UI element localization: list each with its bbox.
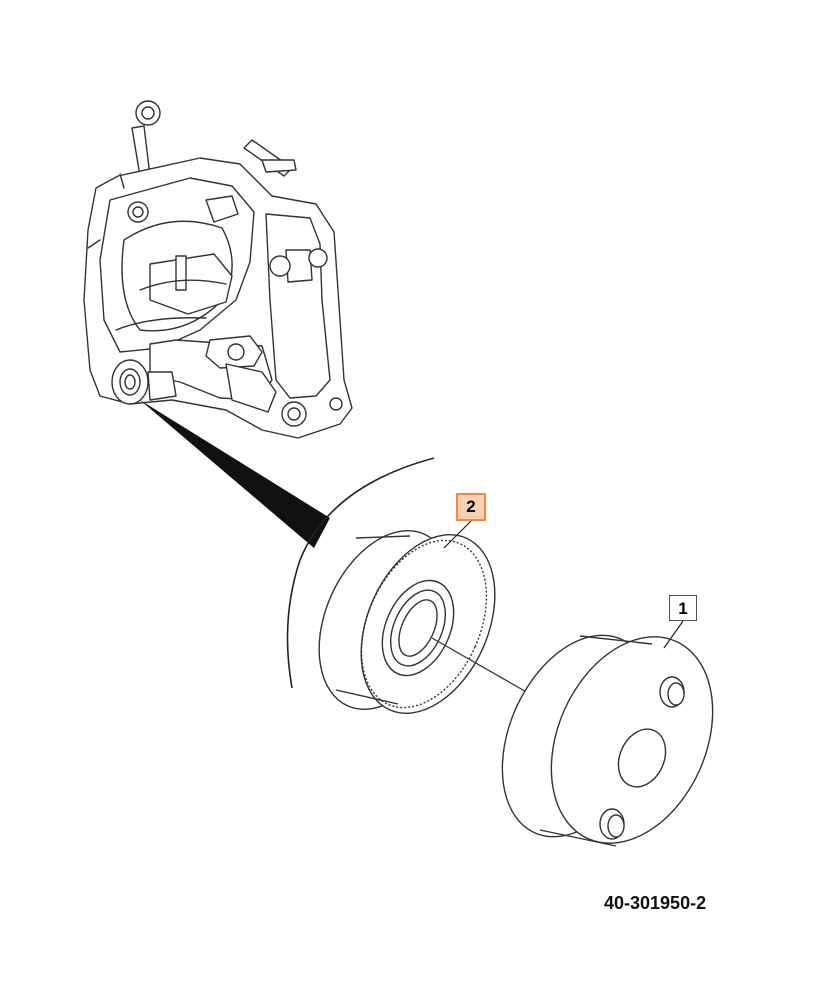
callout-1[interactable]: 1 xyxy=(669,595,697,621)
leader-line-1 xyxy=(663,620,684,649)
part-2-bushing xyxy=(318,530,496,714)
callout-2[interactable]: 2 xyxy=(456,493,486,521)
figure-number: 40-301950-2 xyxy=(604,893,707,913)
frame-assembly xyxy=(83,100,353,439)
leader-line-2 xyxy=(443,520,472,549)
part-1-mount xyxy=(501,634,714,847)
pointer-wedge xyxy=(140,400,330,548)
detail-arc xyxy=(286,457,435,689)
center-line xyxy=(431,637,531,695)
